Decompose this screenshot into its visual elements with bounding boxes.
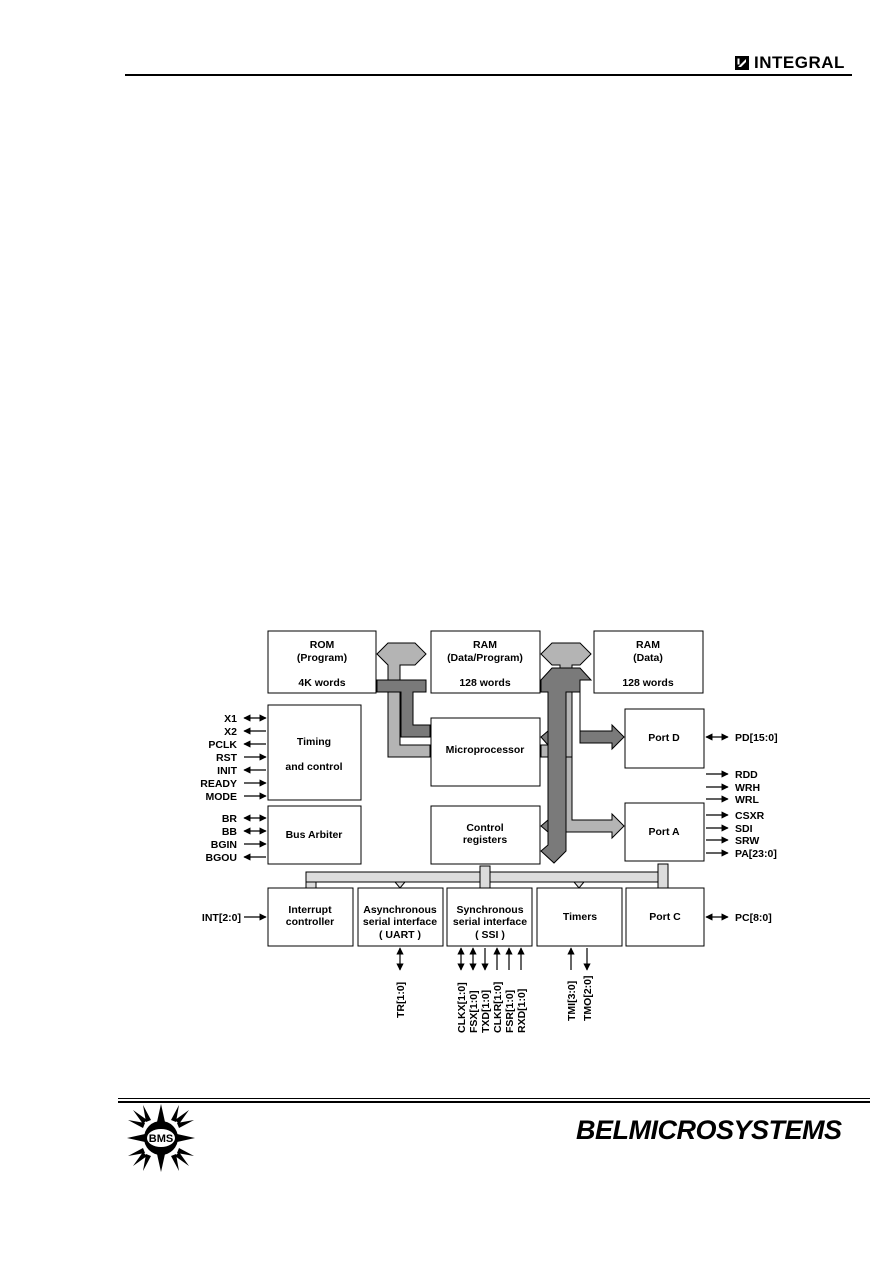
bgin-label: BGIN (211, 839, 237, 851)
port-a-block (624, 802, 705, 862)
bgou-label: BGOU (206, 852, 238, 864)
header-rule (125, 74, 852, 76)
ram2-size: 128 words (622, 677, 674, 689)
ready-label: READY (200, 778, 237, 790)
ram1-title: RAM (473, 639, 497, 651)
ram2-subtitle: (Data) (633, 652, 663, 664)
bus-arbiter-block (267, 805, 362, 865)
timers-block (536, 887, 623, 947)
rom-size: 4K words (298, 677, 345, 689)
rom-subtitle: (Program) (297, 652, 347, 664)
timing-control-block (267, 704, 362, 801)
tmo-label: TMO[2:0] (582, 976, 594, 1022)
timing-line1: Timing (297, 736, 331, 748)
interrupt-line1: Interrupt (288, 904, 332, 916)
int-label: INT[2:0] (202, 912, 241, 924)
ram1-subtitle: (Data/Program) (447, 652, 523, 664)
tr-label: TR[1:0] (395, 982, 407, 1018)
control-registers-line2: registers (463, 834, 508, 846)
control-registers-line1: Control (466, 822, 503, 834)
ram-data-block (593, 630, 704, 694)
uart-line1: Asynchronous (363, 904, 437, 916)
rom-block (267, 630, 377, 694)
footer-rule-bottom (118, 1101, 870, 1103)
fsr-label: FSR[1:0] (504, 990, 516, 1033)
bb-label: BB (222, 826, 238, 838)
ram-data-program-block (430, 630, 541, 694)
peripheral-bus (305, 863, 669, 889)
pd-label: PD[15:0] (735, 732, 778, 744)
ssi-line3: ( SSI ) (475, 929, 505, 941)
integral-logo-icon (735, 56, 749, 70)
wrh-label: WRH (735, 782, 760, 794)
sdi-label: SDI (735, 823, 753, 835)
brand-header: INTEGRAL (735, 53, 845, 73)
clkr-label: CLKR[1:0] (492, 982, 504, 1033)
timing-line2: and control (285, 761, 342, 773)
uart-block (357, 887, 444, 947)
port-c-label: Port C (649, 911, 681, 923)
ssi-line2: serial interface (453, 916, 527, 928)
control-registers-block (430, 805, 541, 865)
pa-label: PA[23:0] (735, 848, 777, 860)
bus-arbiter-label: Bus Arbiter (286, 829, 343, 841)
rxd-label: RXD[1:0] (516, 989, 528, 1033)
rst-label: RST (216, 752, 238, 764)
wrl-label: WRL (735, 794, 759, 806)
tmi-label: TMI[3:0] (566, 981, 578, 1021)
rom-title: ROM (310, 639, 335, 651)
pc-label: PC[8:0] (735, 912, 772, 924)
data-bus (376, 667, 625, 864)
ram2-title: RAM (636, 639, 660, 651)
csxr-label: CSXR (735, 810, 765, 822)
microprocessor-label: Microprocessor (446, 744, 525, 756)
txd-label: TXD[1:0] (480, 990, 492, 1033)
footer-rule-top (118, 1098, 870, 1099)
port-d-block (624, 708, 705, 769)
ssi-line1: Synchronous (456, 904, 523, 916)
interrupt-line2: controller (286, 916, 334, 928)
x2-label: X2 (224, 726, 237, 738)
company-name: BELMICROSYSTEMS (576, 1115, 842, 1145)
bms-logo-text: BMS (149, 1133, 173, 1145)
port-d-label: Port D (648, 732, 680, 744)
microprocessor-block (430, 717, 541, 787)
uart-line2: serial interface (363, 916, 437, 928)
port-a-label: Port A (648, 826, 680, 838)
br-label: BR (222, 813, 238, 825)
timers-label: Timers (563, 911, 597, 923)
uart-line3: ( UART ) (379, 929, 421, 941)
pclk-label: PCLK (208, 739, 237, 751)
fsx-label: FSX[1:0] (468, 990, 480, 1033)
bms-sunburst-logo-icon: BMS (127, 1104, 195, 1172)
port-c-block (625, 887, 705, 947)
ram1-size: 128 words (459, 677, 511, 689)
interrupt-controller-block (267, 887, 354, 947)
init-label: INIT (217, 765, 237, 777)
mode-label: MODE (206, 791, 238, 803)
ssi-block (446, 887, 533, 947)
clkx-label: CLKX[1:0] (456, 982, 468, 1033)
srw-label: SRW (735, 835, 759, 847)
x1-label: X1 (224, 713, 237, 725)
rdd-label: RDD (735, 769, 758, 781)
brand-name: INTEGRAL (754, 53, 845, 72)
